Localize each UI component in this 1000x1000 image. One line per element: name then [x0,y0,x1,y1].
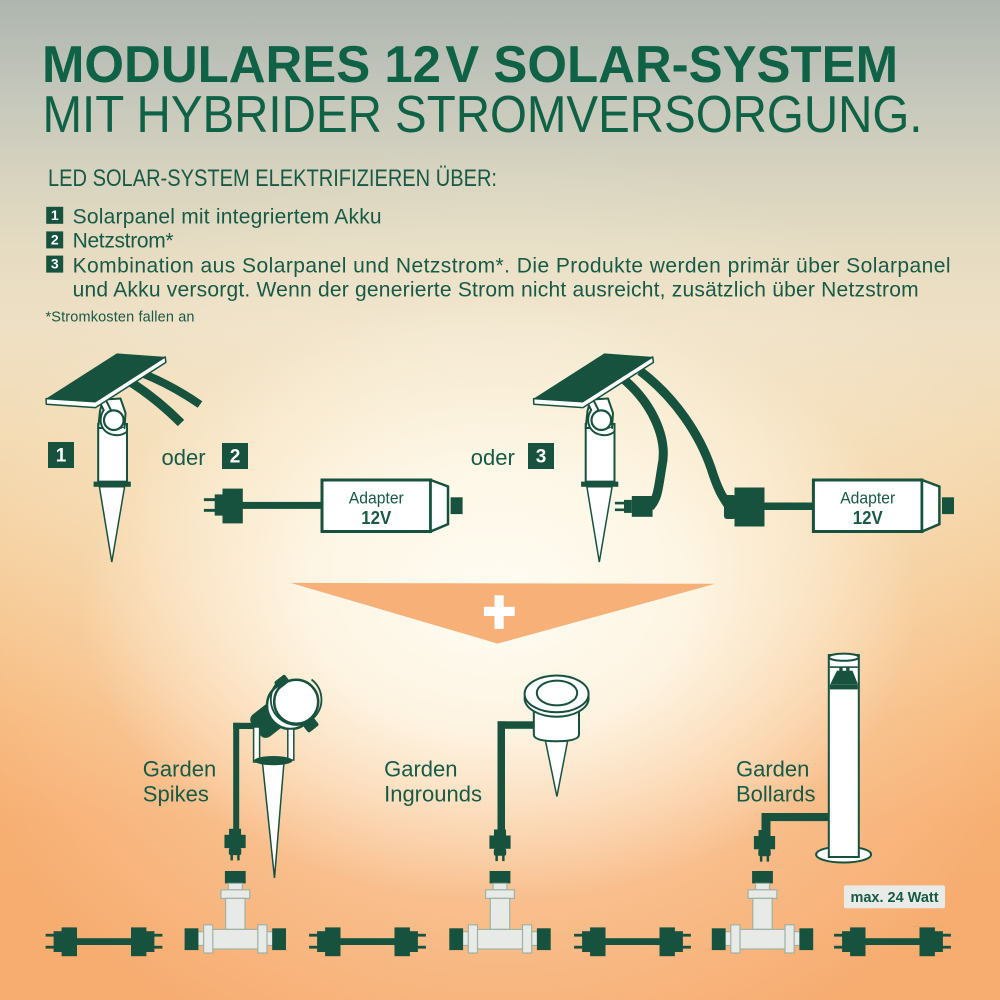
svg-text:und Akku versorgt. Wenn der ge: und Akku versorgt. Wenn der generierte S… [73,279,919,302]
svg-text:1: 1 [56,446,67,467]
svg-text:3: 3 [51,256,59,272]
svg-text:oder: oder [162,445,206,470]
svg-text:Kombination aus Solarpanel und: Kombination aus Solarpanel und Netzstrom… [73,254,951,277]
svg-text:1: 1 [51,207,59,223]
svg-text:2: 2 [230,447,241,468]
svg-text:MODULARES 12 V SOLAR-SYSTEM: MODULARES 12 V SOLAR-SYSTEM [42,36,898,94]
svg-text:LED SOLAR-SYSTEM ELEKTRIFIZIER: LED SOLAR-SYSTEM ELEKTRIFIZIEREN ÜBER: [48,165,497,192]
svg-text:Garden: Garden [736,757,809,782]
svg-text:max. 24 Watt: max. 24 Watt [850,890,938,906]
svg-text:Garden: Garden [143,757,216,782]
svg-text:MIT HYBRIDER STROMVERSORGUNG.: MIT HYBRIDER STROMVERSORGUNG. [43,86,923,144]
svg-text:*Stromkosten fallen an: *Stromkosten fallen an [46,310,195,326]
svg-text:oder: oder [471,445,515,470]
svg-text:Netzstrom*: Netzstrom* [73,230,174,253]
svg-text:Bollards: Bollards [736,782,815,807]
svg-text:3: 3 [536,447,547,468]
svg-text:Garden: Garden [384,757,457,782]
svg-text:2: 2 [51,231,59,247]
svg-text:Spikes: Spikes [143,782,209,807]
svg-text:Solarpanel mit integriertem Ak: Solarpanel mit integriertem Akku [73,205,382,228]
svg-text:Ingrounds: Ingrounds [384,782,482,807]
